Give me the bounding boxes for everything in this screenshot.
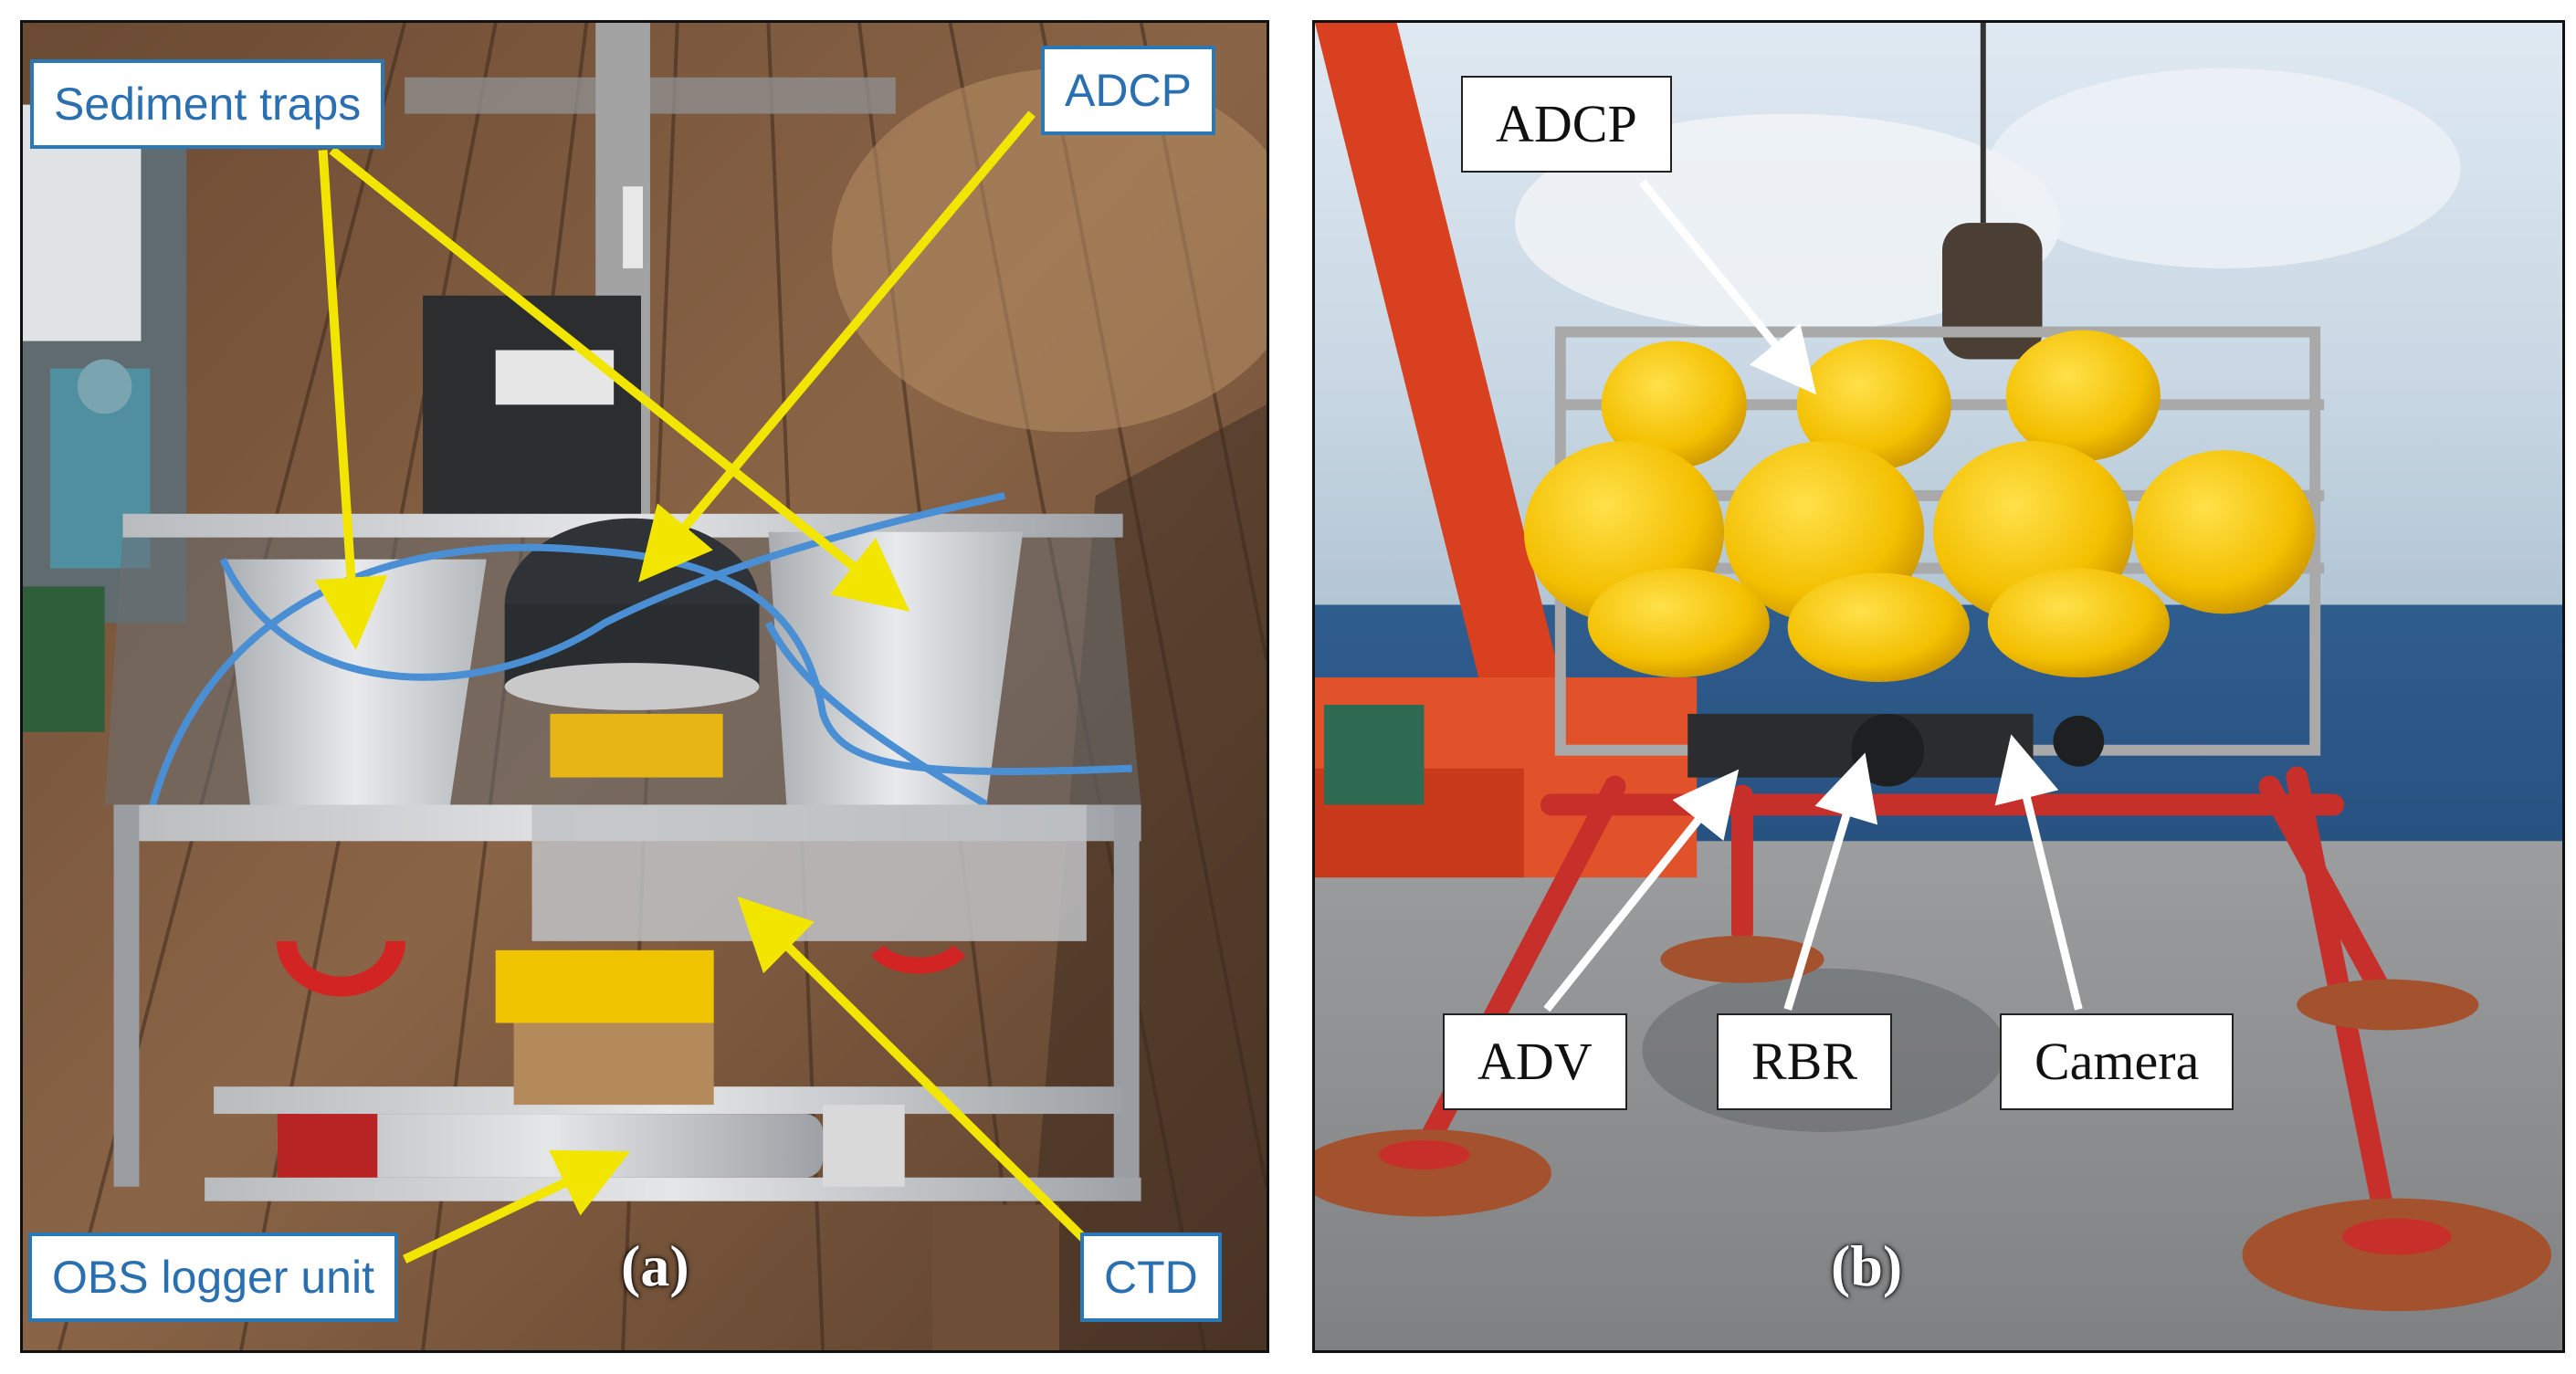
callout-adv: ADV: [1443, 1013, 1627, 1110]
callout-obs-logger: OBS logger unit: [28, 1232, 398, 1322]
photo-panel-b: ADCP ADV RBR Camera (b): [1312, 20, 2565, 1353]
panel-label-b: (b): [1831, 1233, 1903, 1298]
callout-adcp-b: ADCP: [1461, 76, 1672, 173]
callout-sediment-traps: Sediment traps: [30, 59, 385, 149]
callout-camera: Camera: [2000, 1013, 2234, 1110]
panel-label-a: (a): [621, 1233, 689, 1298]
callout-rbr: RBR: [1717, 1013, 1893, 1110]
photo-panel-a: Sediment traps ADCP OBS logger unit CTD …: [20, 20, 1269, 1353]
callout-adcp-a: ADCP: [1041, 46, 1215, 135]
callout-ctd: CTD: [1080, 1232, 1222, 1322]
lander-deck-photo: [1315, 23, 2562, 1350]
ship-deck-photo: [23, 23, 1267, 1350]
